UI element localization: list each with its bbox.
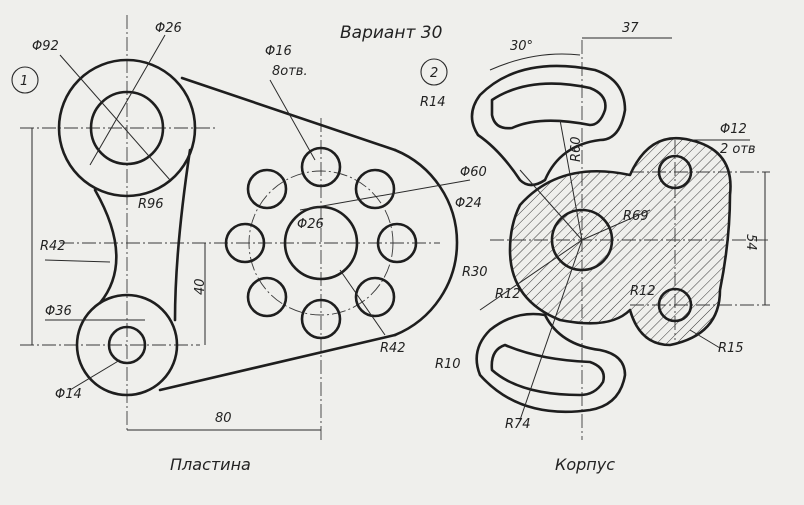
bolt-holes xyxy=(224,146,418,340)
label-dim37: 37 xyxy=(622,21,639,36)
label-r30: R30 xyxy=(462,265,488,280)
boss-hole-top xyxy=(89,90,165,166)
label-d14: Φ14 xyxy=(55,387,82,402)
label-r14: R14 xyxy=(420,95,446,110)
label-dim40: 40 xyxy=(193,278,208,295)
label-r12-b: R12 xyxy=(630,284,656,299)
label-d36: Φ36 xyxy=(45,304,72,319)
label-d12: Φ12 xyxy=(720,122,747,137)
variant-title: Вариант 30 xyxy=(340,23,442,43)
label-r60: R60 xyxy=(569,136,584,162)
label-8-holes: 8отв. xyxy=(272,64,308,79)
label-2-holes: 2 отв xyxy=(720,142,756,157)
label-angle30: 30° xyxy=(510,39,533,54)
center-bore xyxy=(550,208,614,272)
plate-outline xyxy=(57,58,459,397)
label-d92: Φ92 xyxy=(32,39,59,54)
label-dim80: 80 xyxy=(215,411,232,426)
label-d16: Φ16 xyxy=(265,44,292,59)
label-r15: R15 xyxy=(718,341,744,356)
hatched-section xyxy=(508,136,732,347)
boss-hole-bottom xyxy=(107,325,147,365)
label-dim54: 54 xyxy=(743,234,758,251)
plate-dimensions xyxy=(31,34,471,431)
bottom-slot xyxy=(475,312,627,414)
part-number-1: 1 xyxy=(20,74,28,89)
center-hole xyxy=(283,205,359,281)
label-d26-center: Φ26 xyxy=(297,217,324,232)
label-d26-top: Φ26 xyxy=(155,21,182,36)
label-r10: R10 xyxy=(435,357,461,372)
top-slot xyxy=(470,64,627,187)
caption-housing: Корпус xyxy=(555,455,615,474)
label-r42-right: R42 xyxy=(380,341,406,356)
housing-part xyxy=(420,37,770,440)
label-d24: Φ24 xyxy=(455,196,482,211)
hole-bottom xyxy=(657,287,693,323)
label-r12-a: R12 xyxy=(495,287,521,302)
caption-plate: Пластина xyxy=(170,455,251,474)
part-number-circle-2 xyxy=(420,58,448,86)
plate-part xyxy=(11,15,471,440)
label-r96: R96 xyxy=(138,197,164,212)
bolt-circle xyxy=(248,170,394,316)
label-r69: R69 xyxy=(623,209,649,224)
part-number-circle xyxy=(11,66,39,94)
label-d60: Φ60 xyxy=(460,165,487,180)
housing-dimensions xyxy=(479,37,766,421)
part-number-2: 2 xyxy=(430,66,438,81)
hole-top xyxy=(657,154,693,190)
label-r42-left: R42 xyxy=(40,239,66,254)
label-r74: R74 xyxy=(505,417,531,432)
